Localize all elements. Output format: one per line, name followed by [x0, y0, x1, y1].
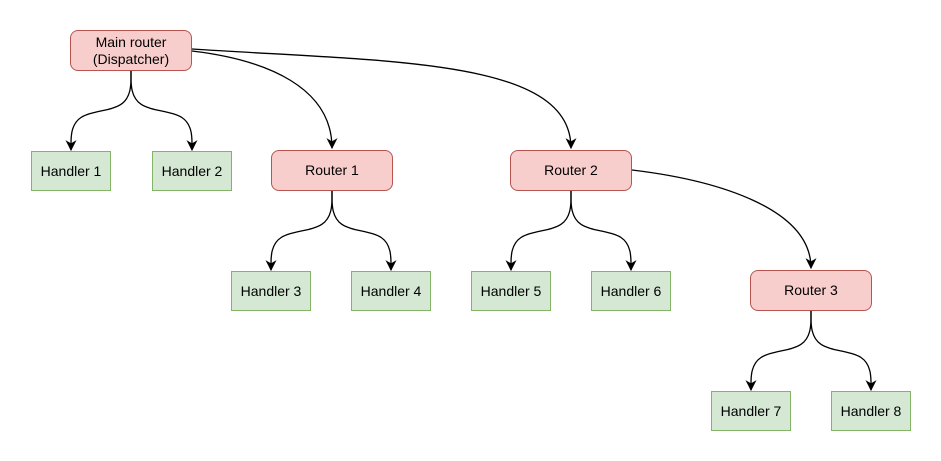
node-h8: Handler 8 [831, 391, 911, 431]
node-h1: Handler 1 [31, 151, 111, 191]
node-label: (Dispatcher) [92, 50, 170, 67]
edge-r1-h4 [331, 191, 397, 272]
node-label: Handler 6 [600, 282, 662, 299]
edge-r2-h6 [570, 191, 637, 272]
edge-main-r2 [191, 48, 577, 150]
node-label: Handler 4 [360, 282, 422, 299]
node-label: Router 2 [544, 162, 598, 178]
node-h4: Handler 4 [351, 271, 431, 311]
edge-r3-h8 [810, 311, 877, 392]
node-r3: Router 3 [750, 270, 872, 311]
node-label: Handler 1 [40, 162, 102, 179]
node-h3: Handler 3 [231, 271, 311, 311]
node-label: Handler 3 [240, 282, 302, 299]
node-label: Handler 8 [840, 402, 902, 419]
node-h7: Handler 7 [711, 391, 791, 431]
node-label: Router 1 [305, 162, 359, 178]
node-r1: Router 1 [271, 150, 393, 191]
node-h2: Handler 2 [152, 151, 232, 191]
edge-main-h1 [65, 71, 132, 152]
node-label: Handler 2 [161, 162, 223, 179]
edge-main-r1 [191, 50, 338, 150]
edge-r2-r3 [631, 169, 817, 270]
edge-r1-h3 [265, 191, 333, 272]
edge-r2-h5 [505, 191, 572, 272]
node-label: Handler 5 [480, 282, 542, 299]
node-r2: Router 2 [510, 150, 632, 191]
node-h5: Handler 5 [471, 271, 551, 311]
node-label: Router 3 [784, 282, 838, 298]
node-label: Main router [95, 33, 167, 50]
node-label: Handler 7 [720, 402, 782, 419]
edge-r3-h7 [745, 311, 812, 392]
node-main: Main router(Dispatcher) [70, 30, 192, 71]
node-h6: Handler 6 [591, 271, 671, 311]
edge-main-h2 [130, 71, 198, 152]
